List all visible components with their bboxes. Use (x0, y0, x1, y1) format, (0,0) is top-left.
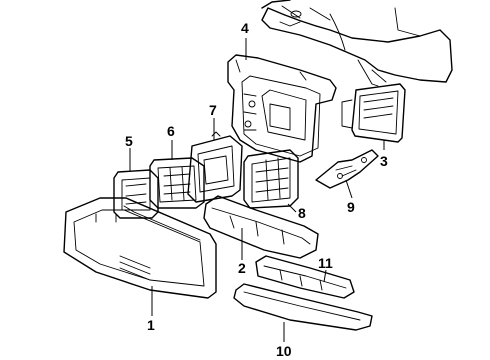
part-1-headlamp-bezel (63, 197, 217, 299)
callout-11: 11 (318, 255, 333, 271)
part-3-marker-lamp (341, 83, 406, 143)
part-11-lower-deflector (255, 255, 355, 299)
part-10-air-dam (233, 283, 373, 331)
callout-1: 1 (147, 317, 155, 333)
part-7-mounting-bracket (187, 131, 243, 203)
part-5-headlamp (113, 169, 159, 219)
callout-7: 7 (209, 102, 217, 118)
leader-lines (129, 38, 385, 342)
part-8-headlamp (243, 149, 299, 209)
vehicle-body-outline (261, 0, 453, 87)
callout-4: 4 (241, 20, 249, 36)
callout-5: 5 (125, 133, 133, 149)
callout-10: 10 (276, 343, 292, 359)
part-4-radiator-support (227, 54, 337, 163)
part-9-bracket (315, 149, 379, 189)
part-2-front-panel (203, 195, 319, 259)
callout-2: 2 (238, 260, 246, 276)
callout-8: 8 (298, 205, 306, 221)
callout-6: 6 (167, 123, 175, 139)
callout-9: 9 (347, 199, 355, 215)
callout-3: 3 (380, 153, 388, 169)
callout-labels: 1 2 3 4 5 6 7 8 9 10 11 (125, 20, 388, 359)
part-6-headlamp-housing (149, 157, 205, 209)
